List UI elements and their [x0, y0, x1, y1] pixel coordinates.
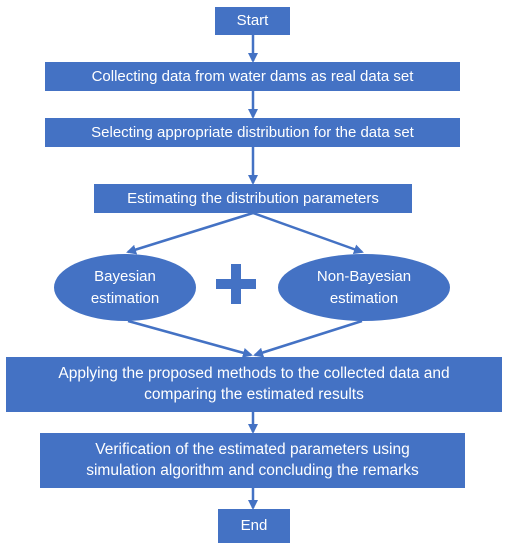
end-node: End [218, 509, 290, 543]
nonbayesian-label-line2: estimation [329, 289, 399, 307]
step-verify-label-line1: Verification of the estimated parameters… [95, 441, 410, 459]
end-label: End [240, 517, 268, 534]
arrow-estimate-to-nonbayesian [252, 211, 364, 255]
step-apply-label-line2: comparing the estimated results [144, 385, 364, 403]
step-apply-methods: Applying the proposed methods to the col… [6, 357, 502, 412]
nonbayesian-estimation-node: Non-Bayesian estimation [278, 254, 450, 321]
step-select-label: Selecting appropriate distribution for t… [91, 123, 414, 141]
arrow-estimate-to-bayesian [126, 211, 254, 255]
step-estimate-parameters: Estimating the distribution parameters [94, 184, 412, 213]
plus-icon [216, 264, 256, 304]
bayesian-label-line2: estimation [90, 289, 160, 307]
bayesian-estimation-node: Bayesian estimation [54, 254, 196, 321]
step-collect-label: Collecting data from water dams as real … [91, 67, 414, 85]
arrow-bayesian-to-apply [127, 319, 253, 358]
step-verify-label-line2: simulation algorithm and concluding the … [86, 461, 419, 479]
step-apply-label-line1: Applying the proposed methods to the col… [58, 365, 450, 383]
step-collect-data: Collecting data from water dams as real … [45, 62, 460, 91]
start-node: Start [215, 7, 290, 35]
nonbayesian-label-line1: Non-Bayesian [316, 267, 412, 285]
step-verification: Verification of the estimated parameters… [40, 433, 465, 488]
start-label: Start [236, 12, 269, 29]
step-estimate-label: Estimating the distribution parameters [127, 189, 379, 207]
bayesian-label-line1: Bayesian [94, 267, 156, 285]
arrow-nonbayesian-to-apply [253, 319, 363, 358]
step-select-distribution: Selecting appropriate distribution for t… [45, 118, 460, 147]
